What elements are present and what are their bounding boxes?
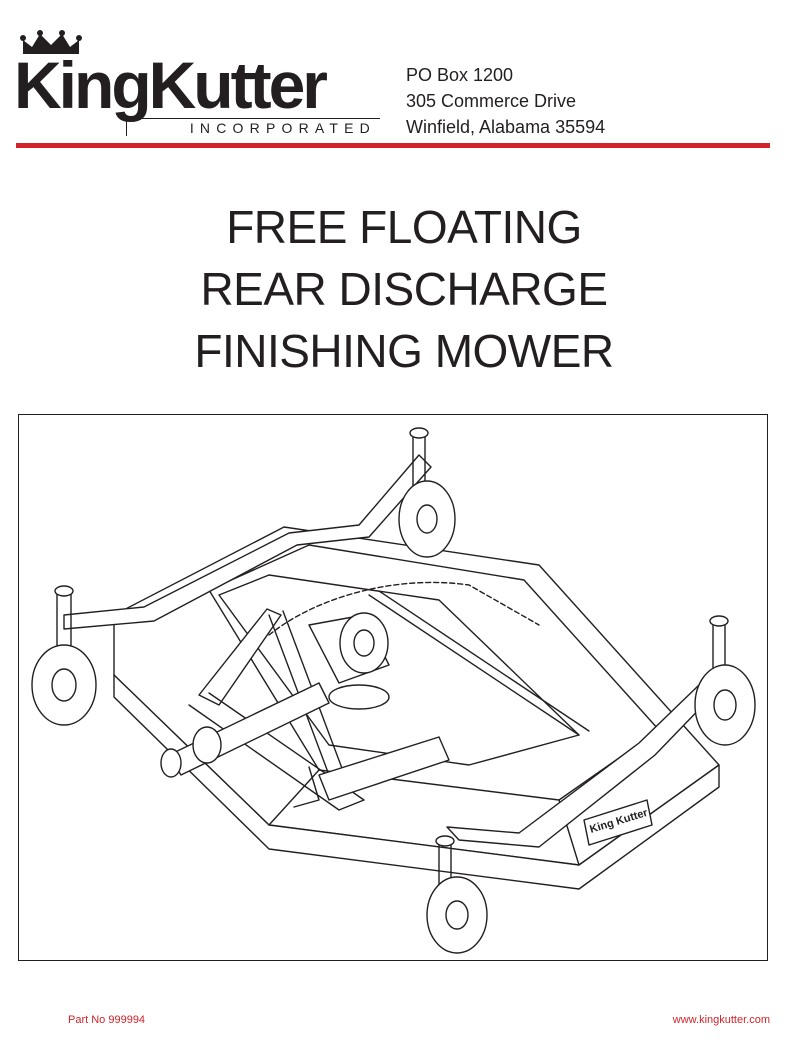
caster-wheel-rear-right	[694, 615, 756, 746]
address-line-1: PO Box 1200	[406, 65, 514, 85]
caster-wheel-front-right	[426, 835, 488, 954]
three-point-hitch	[188, 608, 450, 811]
header-divider	[16, 143, 770, 148]
title-line-2: REAR DISCHARGE	[200, 263, 608, 315]
logo-subtitle: INCORPORATED	[126, 118, 380, 136]
caster-wheel-front-left	[31, 585, 97, 726]
page-title: FREE FLOATING REAR DISCHARGE FINISHING M…	[0, 196, 808, 382]
address-line-3: Winfield, Alabama 35594	[406, 117, 606, 137]
logo-wordmark: KingKutter	[14, 48, 328, 122]
mower-drawing: King Kutter	[31, 427, 756, 954]
pto-driveline	[160, 682, 330, 778]
mower-illustration: King Kutter	[18, 414, 768, 961]
belt-chain	[268, 581, 590, 736]
company-address: PO Box 1200 305 Commerce Drive Winfield,…	[406, 62, 605, 140]
gearbox	[308, 612, 390, 710]
website-link[interactable]: www.kingkutter.com	[672, 1014, 770, 1026]
frame-arms	[63, 454, 714, 848]
title-line-3: FINISHING MOWER	[194, 325, 614, 377]
caster-wheel-rear-left	[398, 427, 456, 558]
address-line-2: 305 Commerce Drive	[406, 91, 577, 111]
title-line-1: FREE FLOATING	[226, 201, 582, 253]
company-logo: KingKutter INCORPORATED	[14, 30, 386, 138]
part-number: Part No 999994	[68, 1014, 146, 1026]
crown-icon	[20, 30, 82, 54]
